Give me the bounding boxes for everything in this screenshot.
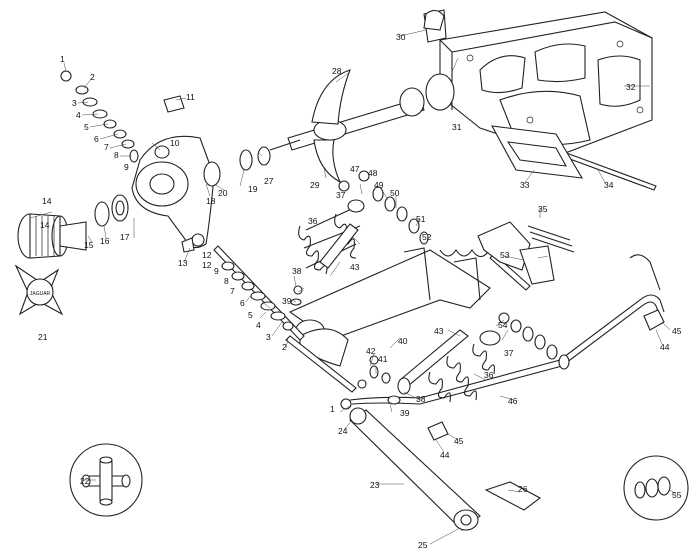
- callout-17: 17: [120, 232, 130, 242]
- callout-2: 2: [90, 72, 95, 82]
- callout-19: 19: [248, 184, 258, 194]
- callout-48: 48: [368, 168, 378, 178]
- callout-1: 1: [60, 54, 65, 64]
- callout-9: 9: [124, 162, 129, 172]
- callout-3-lower: 3: [266, 332, 271, 342]
- spinner-emblem-text: JAGUAR: [30, 291, 51, 297]
- callout-labels: 1 2 3 4 5 6 7 8 9 10 11 12 13 14 15 16 1…: [38, 32, 682, 550]
- radius-arm: [349, 407, 481, 531]
- callout-26: 26: [518, 484, 528, 494]
- bearing-washer-stack-lower: [221, 261, 411, 410]
- callout-16: 16: [100, 236, 110, 246]
- callout-18: 18: [206, 196, 216, 206]
- callout-41: 41: [378, 354, 388, 364]
- callout-43-right: 43: [434, 326, 444, 336]
- callout-22: 22: [80, 476, 90, 486]
- callout-32: 32: [626, 82, 636, 92]
- callout-36: 36: [308, 216, 318, 226]
- coil-spring-damper-right: [399, 329, 501, 403]
- callout-7-lower: 7: [230, 286, 235, 296]
- callout-8: 8: [114, 150, 119, 160]
- callout-12-upper: 12: [202, 250, 212, 260]
- wishbone-fulcrum: [288, 247, 491, 367]
- callout-3: 3: [72, 98, 77, 108]
- callout-45: 45: [672, 326, 682, 336]
- coil-spring-damper-left: [298, 199, 365, 275]
- callout-1-lower: 1: [330, 404, 335, 414]
- callout-5: 5: [84, 122, 89, 132]
- callout-12: 12: [202, 260, 212, 270]
- callout-31: 31: [452, 122, 462, 132]
- knock-off-spinner: JAGUAR: [14, 264, 64, 316]
- callout-8-lower: 8: [224, 276, 229, 286]
- callout-30: 30: [396, 32, 406, 42]
- callout-20: 20: [218, 188, 228, 198]
- callout-6-lower: 6: [240, 298, 245, 308]
- callout-9-lower: 9: [214, 266, 219, 276]
- callout-21: 21: [38, 332, 48, 342]
- hub-carrier: [131, 135, 221, 249]
- drive-shaft: [269, 69, 455, 184]
- callout-7: 7: [104, 142, 109, 152]
- callout-42: 42: [366, 346, 376, 356]
- callout-33: 33: [520, 180, 530, 190]
- callout-13: 13: [178, 258, 188, 268]
- callout-38-right: 38: [416, 394, 426, 404]
- callout-44-lower: 44: [440, 450, 450, 460]
- universal-joint-inset: [69, 443, 143, 517]
- callout-54: 54: [498, 320, 508, 330]
- callout-27: 27: [264, 176, 274, 186]
- callout-6: 6: [94, 134, 99, 144]
- callout-23: 23: [370, 480, 380, 490]
- callout-55: 55: [672, 490, 682, 500]
- mounting-plate: [491, 125, 584, 179]
- differential-cage: [439, 11, 653, 156]
- callout-37: 37: [336, 190, 346, 200]
- callout-45-lower: 45: [454, 436, 464, 446]
- callout-4-lower: 4: [256, 320, 261, 330]
- callout-52: 52: [422, 232, 432, 242]
- callout-10: 10: [170, 138, 180, 148]
- callout-46: 46: [508, 396, 518, 406]
- callout-24: 24: [338, 426, 348, 436]
- callout-49: 49: [374, 180, 384, 190]
- callout-37-right: 37: [504, 348, 514, 358]
- callout-40: 40: [398, 336, 408, 346]
- callout-34: 34: [604, 180, 614, 190]
- callout-36-right: 36: [484, 370, 494, 380]
- callout-29: 29: [310, 180, 320, 190]
- callout-38: 38: [292, 266, 302, 276]
- callout-14: 14: [42, 196, 52, 206]
- callout-53: 53: [500, 250, 510, 260]
- seal-inset: [623, 455, 689, 521]
- leader-lines: [29, 29, 677, 545]
- callout-43: 43: [350, 262, 360, 272]
- bearing-washer-stack-upper: [60, 70, 185, 163]
- callout-15: 15: [84, 240, 94, 250]
- callout-44: 44: [660, 342, 670, 352]
- callout-50: 50: [390, 188, 400, 198]
- bearing-washer-stack-diff: [239, 146, 570, 370]
- callout-28: 28: [332, 66, 342, 76]
- wheel-hub: [17, 194, 129, 259]
- callout-5-lower: 5: [248, 310, 253, 320]
- callout-14-upper: 14: [40, 220, 50, 230]
- mounting-brackets: [423, 9, 575, 511]
- callout-39: 39: [282, 296, 292, 306]
- misc-small-parts: [181, 9, 665, 441]
- callout-25: 25: [418, 540, 428, 550]
- callout-35: 35: [538, 204, 548, 214]
- callout-39-right: 39: [400, 408, 410, 418]
- callout-51: 51: [416, 214, 426, 224]
- callout-11: 11: [186, 92, 195, 102]
- callout-4: 4: [76, 110, 81, 120]
- callout-47: 47: [350, 164, 360, 174]
- callout-2-lower: 2: [282, 342, 287, 352]
